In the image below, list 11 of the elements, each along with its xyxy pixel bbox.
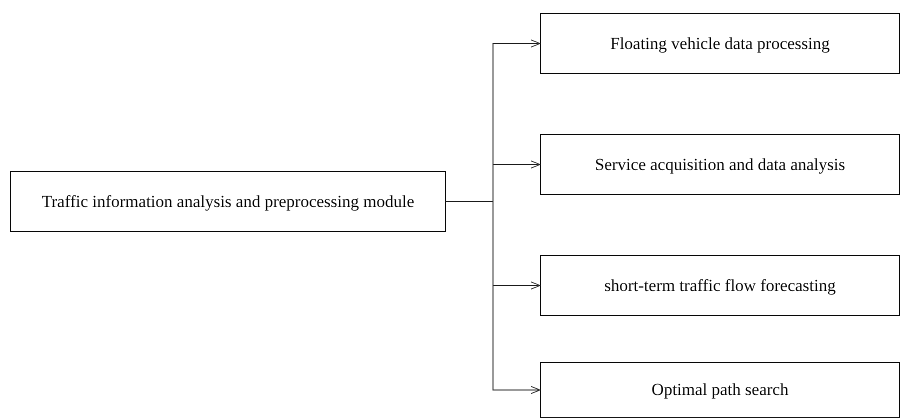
process-box [540, 134, 900, 195]
node-label: short-term traffic flow forecasting [604, 276, 836, 296]
node-label: Traffic information analysis and preprocessing module [42, 192, 414, 212]
process-box [540, 13, 900, 74]
arrow [446, 201, 540, 394]
process-box [540, 255, 900, 316]
process-box [10, 171, 446, 232]
process-box [540, 362, 900, 418]
node-label: Floating vehicle data processing [610, 34, 830, 54]
node-label: Optimal path search [652, 380, 788, 400]
node-label: Service acquisition and data analysis [594, 154, 846, 174]
